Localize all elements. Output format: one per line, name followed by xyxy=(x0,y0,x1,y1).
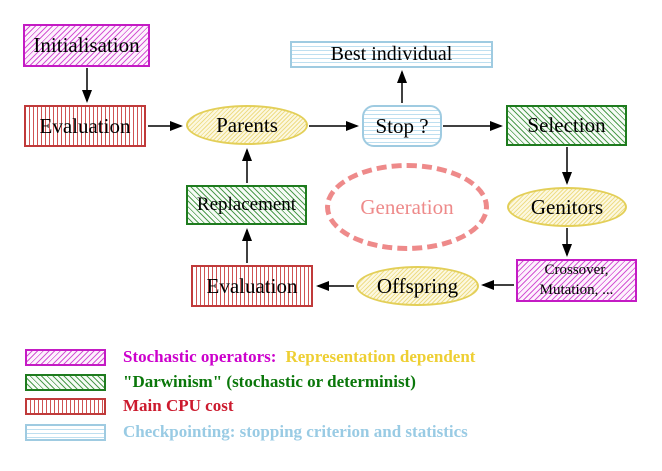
node-replacement: Replacement xyxy=(186,185,307,225)
legend-swatch-magenta-hatch xyxy=(25,348,106,366)
legend-swatch-cyan-stripes xyxy=(25,423,106,441)
legend-row-cpu-cost: Main CPU cost xyxy=(25,396,233,416)
node-genitors: Genitors xyxy=(507,187,627,227)
node-selection: Selection xyxy=(506,105,627,146)
crossover-mutation-label: Crossover, Mutation, ... xyxy=(539,262,614,298)
legend-row-checkpointing: Checkpointing: stopping criterion and st… xyxy=(25,422,468,442)
node-crossover-mutation: Crossover, Mutation, ... xyxy=(516,259,637,302)
node-initialisation: Initialisation xyxy=(23,24,150,67)
node-stop: Stop ? xyxy=(362,105,442,147)
legend-row-stochastic: Stochastic operators:Representation depe… xyxy=(25,347,475,367)
legend-label-stochastic: Stochastic operators:Representation depe… xyxy=(123,347,476,366)
legend-label-cpu-cost: Main CPU cost xyxy=(123,396,234,415)
legend-swatch-green-hatch xyxy=(25,373,106,391)
node-evaluation-top: Evaluation xyxy=(24,105,146,147)
node-parents: Parents xyxy=(186,105,308,145)
node-evaluation-bottom: Evaluation xyxy=(191,265,313,307)
node-best-individual: Best individual xyxy=(290,41,493,68)
legend-label-darwinism: "Darwinism" (stochastic or determinist) xyxy=(123,372,416,391)
node-offspring: Offspring xyxy=(356,266,479,306)
node-generation-loop: Generation xyxy=(325,163,489,251)
legend-label-checkpointing: Checkpointing: stopping criterion and st… xyxy=(123,422,468,441)
legend-swatch-red-stripes xyxy=(25,397,106,415)
legend-row-darwinism: "Darwinism" (stochastic or determinist) xyxy=(25,372,416,392)
